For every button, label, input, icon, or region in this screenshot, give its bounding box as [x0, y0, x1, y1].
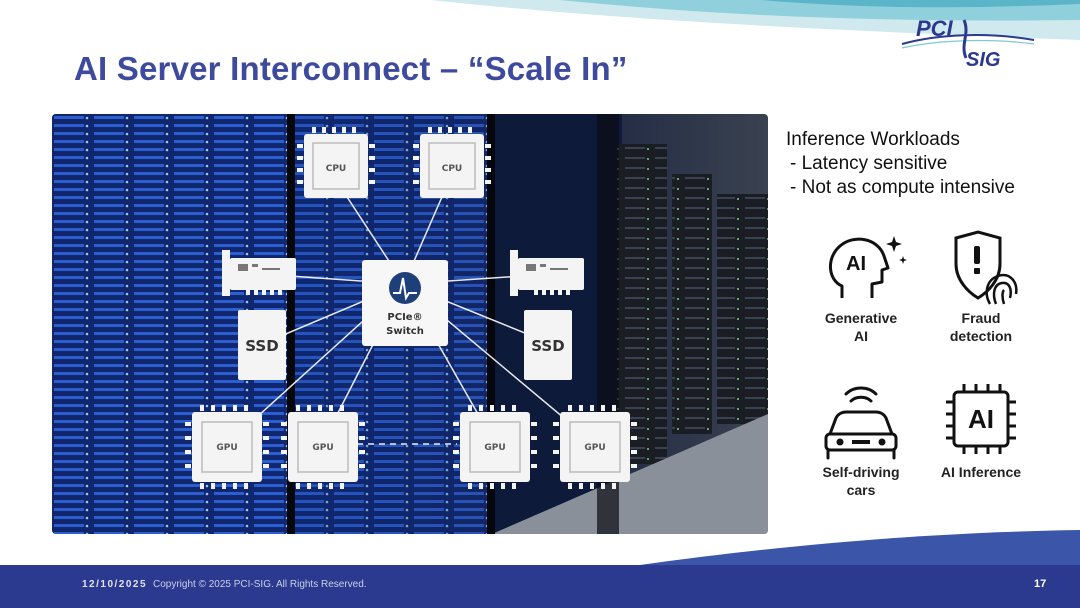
nic-card-left — [222, 250, 296, 296]
fraud-shield-icon — [954, 230, 1018, 305]
gpu-chip-2: GPU — [281, 405, 365, 489]
svg-text:CPU: CPU — [442, 164, 463, 174]
ssd-left: SSD — [238, 310, 286, 380]
svg-text:SSD: SSD — [531, 337, 564, 355]
footer-date: 12/10/2025 — [82, 579, 148, 590]
svg-text:SIG: SIG — [966, 49, 1000, 71]
ssd-right: SSD — [524, 310, 572, 380]
svg-text:AI: AI — [846, 253, 866, 275]
gpu-chip-1: GPU — [185, 405, 269, 489]
footer-copyright: Copyright © 2025 PCI-SIG. All Rights Res… — [153, 579, 367, 590]
datacenter-diagram: CPU CPU SSD — [52, 114, 768, 534]
svg-text:GPU: GPU — [484, 443, 505, 453]
tile-label: Self-driving — [822, 464, 900, 480]
svg-text:CPU: CPU — [326, 164, 347, 174]
page-number: 17 — [1034, 578, 1047, 590]
svg-text:GPU: GPU — [312, 443, 333, 453]
svg-text:SSD: SSD — [245, 337, 278, 355]
gpu-chip-4: GPU — [553, 405, 637, 489]
svg-text:Switch: Switch — [386, 326, 424, 337]
tile-label: Generative — [824, 310, 898, 326]
tile-label: cars — [846, 482, 876, 498]
svg-text:GPU: GPU — [584, 443, 605, 453]
top-swoosh-decoration — [430, 0, 1080, 40]
tile-self-driving-cars: Self-driving cars — [806, 382, 916, 498]
footer-band — [0, 530, 1080, 608]
svg-text:PCIe®: PCIe® — [387, 312, 422, 323]
workload-bullet: - Not as compute intensive — [790, 177, 1015, 198]
tile-label: detection — [949, 328, 1013, 344]
ai-chip-icon: AI — [946, 384, 1016, 454]
svg-text:PCI: PCI — [916, 16, 954, 41]
ai-head-icon: AI — [829, 236, 907, 298]
workloads-heading: Inference Workloads — [786, 129, 960, 150]
slide-title: AI Server Interconnect – “Scale In” — [74, 50, 628, 87]
nic-card-right — [510, 250, 584, 296]
cpu-chip-1: CPU — [297, 127, 375, 198]
workload-bullet: - Latency sensitive — [790, 153, 948, 174]
pci-sig-logo: PCI SIG — [898, 14, 1038, 74]
gpu-chip-3: GPU — [453, 405, 537, 489]
svg-text:AI: AI — [968, 404, 994, 434]
tile-label: AI — [854, 328, 868, 344]
tile-generative-ai: AI Generative AI — [806, 228, 916, 344]
inference-workloads: Inference Workloads - Latency sensitive … — [786, 127, 1066, 200]
pcie-switch: PCIe® Switch — [362, 260, 448, 346]
tile-label: AI Inference — [940, 464, 1022, 480]
tile-fraud-detection: Fraud detection — [926, 228, 1036, 344]
cpu-chip-2: CPU — [413, 127, 491, 198]
svg-text:GPU: GPU — [216, 443, 237, 453]
tile-label: Fraud — [961, 310, 1001, 326]
self-driving-car-icon — [824, 386, 898, 460]
tile-ai-inference: AI AI Inference — [926, 382, 1036, 480]
